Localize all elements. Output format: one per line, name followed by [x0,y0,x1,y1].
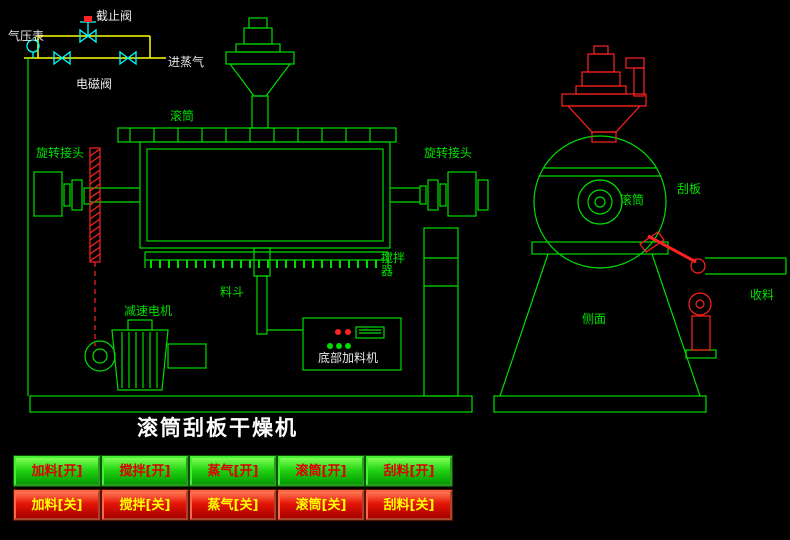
stop-valve-icon [79,21,97,44]
machine-base [29,395,473,413]
drum-end-circle [533,135,667,269]
button-drum-open[interactable]: 滚筒[开] [278,456,364,486]
green-light [345,343,351,349]
button-drum-close[interactable]: 滚筒[关] [278,490,364,520]
side-view-green [493,135,787,413]
side-feeder-motor [561,45,647,143]
support-column [423,227,459,397]
button-scrape-close[interactable]: 刮料[关] [366,490,452,520]
collect-chute [705,257,787,275]
label-steam-inlet: 进蒸气 [168,55,205,69]
rotary-joint-left [33,171,140,217]
front-view [27,17,489,413]
open-button-row: 加料[开] 搅拌[开] 蒸气[开] 滚筒[开] 刮料[开] [14,456,452,486]
stand-legs [499,253,701,397]
red-light [345,329,351,335]
button-scrape-open[interactable]: 刮料[开] [366,456,452,486]
label-drum-front: 滚筒 [170,109,195,123]
drive-belt [89,147,101,346]
label-gear-motor: 减速电机 [124,304,173,318]
top-feeder-motor [225,17,295,129]
button-stir-open[interactable]: 搅拌[开] [102,456,188,486]
valve-indicator [84,16,92,22]
button-feed-close[interactable]: 加料[关] [14,490,100,520]
feeder-control-box [302,317,402,371]
button-steam-open[interactable]: 蒸气[开] [190,456,276,486]
label-pressure-gauge: 气压表 [8,29,45,43]
scraper-mechanism [639,231,712,351]
red-light [335,329,341,335]
stand-base [493,395,707,413]
label-rotary-joint-right: 旋转接头 [424,146,473,160]
solenoid-valve-icon [53,50,71,66]
drum-body [117,127,397,249]
steam-piping [24,35,166,59]
button-feed-open[interactable]: 加料[开] [14,456,100,486]
label-bottom-feeder: 底部加料机 [318,351,379,365]
inlet-valve-icon [119,50,137,66]
green-light [336,343,342,349]
page-title: 滚筒刮板干燥机 [137,416,298,440]
label-rotary-joint-left: 旋转接头 [36,146,85,160]
rotary-joint-right [390,171,489,217]
green-light [327,343,333,349]
label-drum-side: 滚筒 [620,193,645,207]
side-view-red [561,45,712,351]
indicator-lights [327,329,351,349]
button-stir-close[interactable]: 搅拌[关] [102,490,188,520]
label-agitator: 搅拌器 [381,251,406,278]
label-collect: 收料 [750,288,775,302]
label-stop-valve: 截止阀 [96,9,133,23]
label-scraper: 刮板 [677,182,702,196]
close-button-row: 加料[关] 搅拌[关] 蒸气[关] 滚筒[关] 刮料[关] [14,490,452,520]
gear-motor [84,319,207,391]
valve-symbols [26,21,137,66]
label-solenoid-valve: 电磁阀 [76,77,113,91]
feeder-chute [253,247,303,335]
label-hopper: 料斗 [220,285,245,299]
label-side-view: 侧面 [582,312,607,326]
agitator-tray [144,251,389,268]
button-steam-close[interactable]: 蒸气[关] [190,490,276,520]
